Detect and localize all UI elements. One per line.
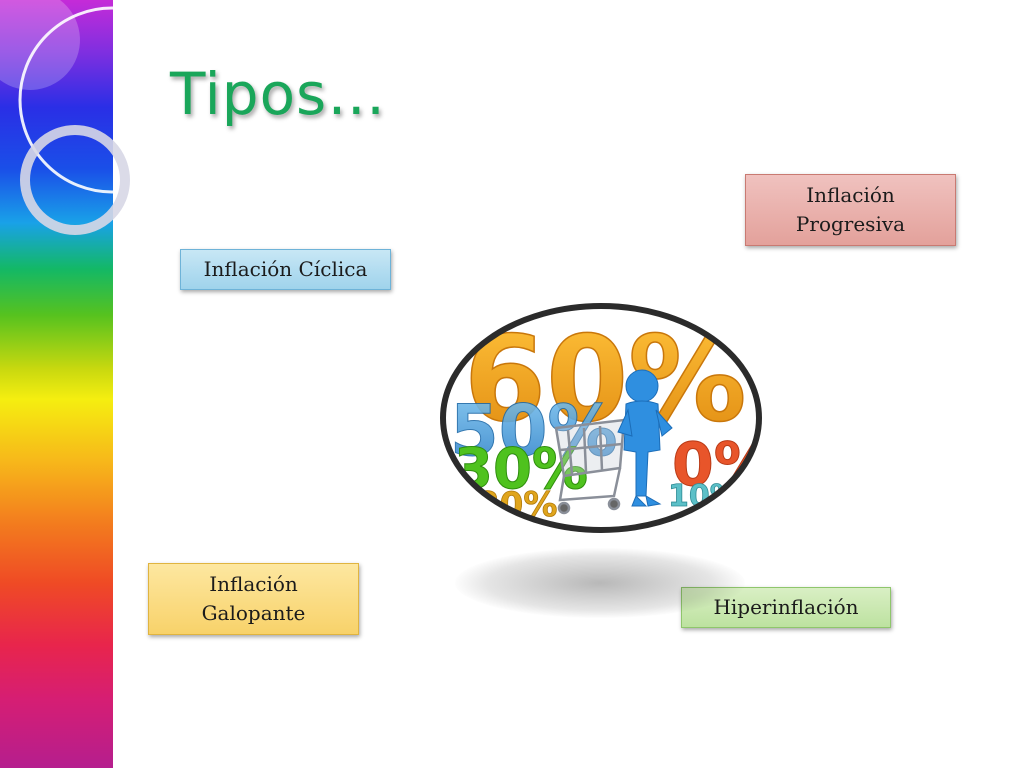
decorative-rings <box>0 0 130 235</box>
image-reflection-shadow <box>455 548 745 618</box>
box-galopante-line2: Galopante <box>201 601 306 625</box>
box-inflacion-ciclica: Inflación Cíclica <box>180 249 391 290</box>
box-progresiva-line2: Progresiva <box>795 212 906 236</box>
box-inflacion-galopante: Inflación Galopante <box>148 563 359 635</box>
box-progresiva-line1: Inflación <box>806 183 895 207</box>
shopping-cart-icon <box>554 410 645 515</box>
box-ciclica-label: Inflación Cíclica <box>203 257 368 281</box>
small-ring <box>20 125 130 235</box>
inflation-illustration-svg: 60% 50% 0% 30% 20% 10% <box>440 303 762 533</box>
box-hiperinflacion: Hiperinflación <box>681 587 891 628</box>
oval-background <box>443 306 759 530</box>
slide-title: Tipos… <box>170 60 387 128</box>
box-galopante-line1: Inflación <box>209 572 298 596</box>
inflation-illustration: 60% 50% 0% 30% 20% 10% <box>436 300 766 540</box>
large-ring <box>18 6 130 194</box>
oval-frame <box>440 303 762 533</box>
box-inflacion-progresiva: Inflación Progresiva <box>745 174 956 246</box>
person-figure-icon <box>617 369 673 507</box>
rainbow-side-bar <box>0 0 113 768</box>
label-50-percent: 50% <box>450 390 618 472</box>
label-20-percent: 20% <box>476 485 557 525</box>
label-60-percent: 60% <box>464 310 746 448</box>
box-hiperinflacion-label: Hiperinflación <box>713 595 859 619</box>
